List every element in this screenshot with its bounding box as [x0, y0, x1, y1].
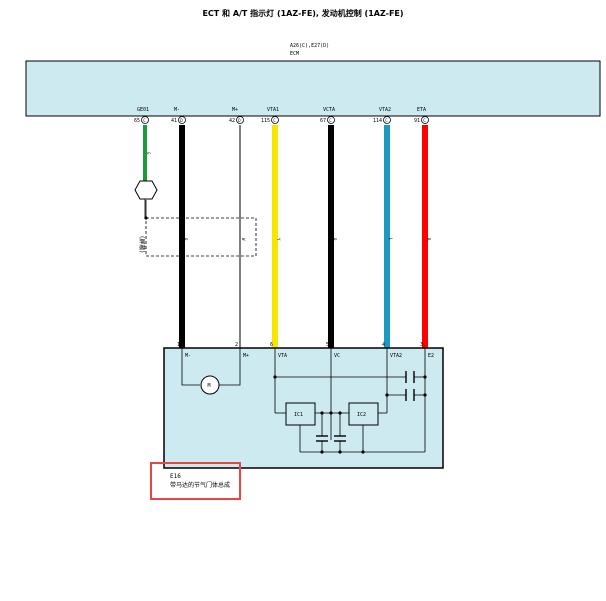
ecm-pin-number-0: 65 — [134, 118, 140, 124]
ecm-pin-circle-6 — [421, 116, 429, 124]
wire-code-1: B — [183, 238, 188, 241]
ecm-pin-number-5: 114 — [373, 118, 382, 124]
comp-pin-number-1: 2 — [235, 342, 238, 348]
shield-label: (屏蔽) — [138, 236, 146, 253]
comp-pin-number-0: 1 — [177, 342, 180, 348]
wire-code-6: R — [426, 238, 431, 241]
ecm-pin-number-4: 67 — [320, 118, 326, 124]
shield-box — [145, 217, 257, 257]
ecm-pin-name-5: VTA2 — [379, 107, 391, 113]
ecm-pin-circle-0 — [141, 116, 149, 124]
ecm-pin-number-6: 91 — [414, 118, 420, 124]
ecm-pin-circle-1 — [178, 116, 186, 124]
shield-junction — [144, 216, 148, 220]
ecm-pin-number-3: 115 — [261, 118, 270, 124]
motor-wire-minus — [181, 348, 200, 386]
ic1-label: IC1 — [294, 412, 303, 418]
ecm-pin-conn-4: C — [329, 118, 332, 123]
wire-code-5: L — [388, 238, 393, 241]
ecm-box — [25, 60, 601, 117]
comp-pin-name-4: VTA2 — [390, 353, 402, 359]
ic2-box — [348, 402, 379, 426]
ecm-pin-conn-0: C — [143, 118, 146, 123]
diagram-title: ECT 和 A/T 指示灯 (1AZ-FE), 发动机控制 (1AZ-FE) — [202, 9, 404, 18]
ic1-box — [285, 402, 316, 426]
wire-code-4: B — [332, 238, 337, 241]
ecm-pin-number-1: 41 — [171, 118, 177, 124]
highlight-box — [150, 462, 241, 500]
wire-code-2: W — [241, 238, 246, 241]
ecm-pin-name-4: VCTA — [323, 107, 335, 113]
ic2-label: IC2 — [357, 412, 366, 418]
motor-label: M — [208, 383, 211, 389]
ecm-pin-conn-1: D — [180, 118, 183, 123]
ecm-pin-conn-3: C — [273, 118, 276, 123]
ecm-pin-name-0: GE01 — [137, 107, 149, 113]
comp-pin-name-1: M+ — [243, 353, 249, 359]
ecm-pin-name-3: VTA1 — [267, 107, 279, 113]
ecm-pin-number-2: 42 — [229, 118, 235, 124]
comp-pin-name-0: M- — [185, 353, 191, 359]
ecm-pin-name-1: M- — [174, 107, 180, 113]
component-description: 带马达的节气门体总成 — [170, 481, 230, 489]
comp-pin-name-2: VTA — [278, 353, 287, 359]
ecm-pin-circle-2 — [236, 116, 244, 124]
comp-pin-name-5: E2 — [428, 353, 434, 359]
junction-dots — [273, 375, 427, 454]
ecm-pin-circle-5 — [383, 116, 391, 124]
capacitors — [316, 371, 415, 442]
ecm-name: ECM — [290, 51, 299, 57]
ecm-pin-circle-3 — [271, 116, 279, 124]
ecm-pin-name-6: ETA — [417, 107, 426, 113]
ecm-pin-conn-6: C — [423, 118, 426, 123]
motor-wire-plus — [219, 348, 241, 386]
ecm-connector-label: A26(C),E27(D) — [290, 43, 329, 49]
comp-pin-number-2: 6 — [270, 342, 273, 348]
wire-code-3: Y — [276, 238, 281, 241]
comp-pin-number-4: 4 — [382, 342, 385, 348]
wire-code-0: G — [146, 152, 151, 155]
motor-symbol — [200, 375, 220, 395]
shield-ground-symbol — [134, 180, 158, 200]
component-id: E16 — [170, 473, 181, 480]
comp-pin-number-5: 3 — [420, 342, 423, 348]
comp-pin-number-3: 5 — [326, 342, 329, 348]
ecm-pin-conn-2: D — [238, 118, 241, 123]
ecm-pin-name-2: M+ — [232, 107, 238, 113]
ecm-pin-circle-4 — [327, 116, 335, 124]
ecm-pin-conn-5: C — [385, 118, 388, 123]
comp-pin-name-3: VC — [334, 353, 340, 359]
